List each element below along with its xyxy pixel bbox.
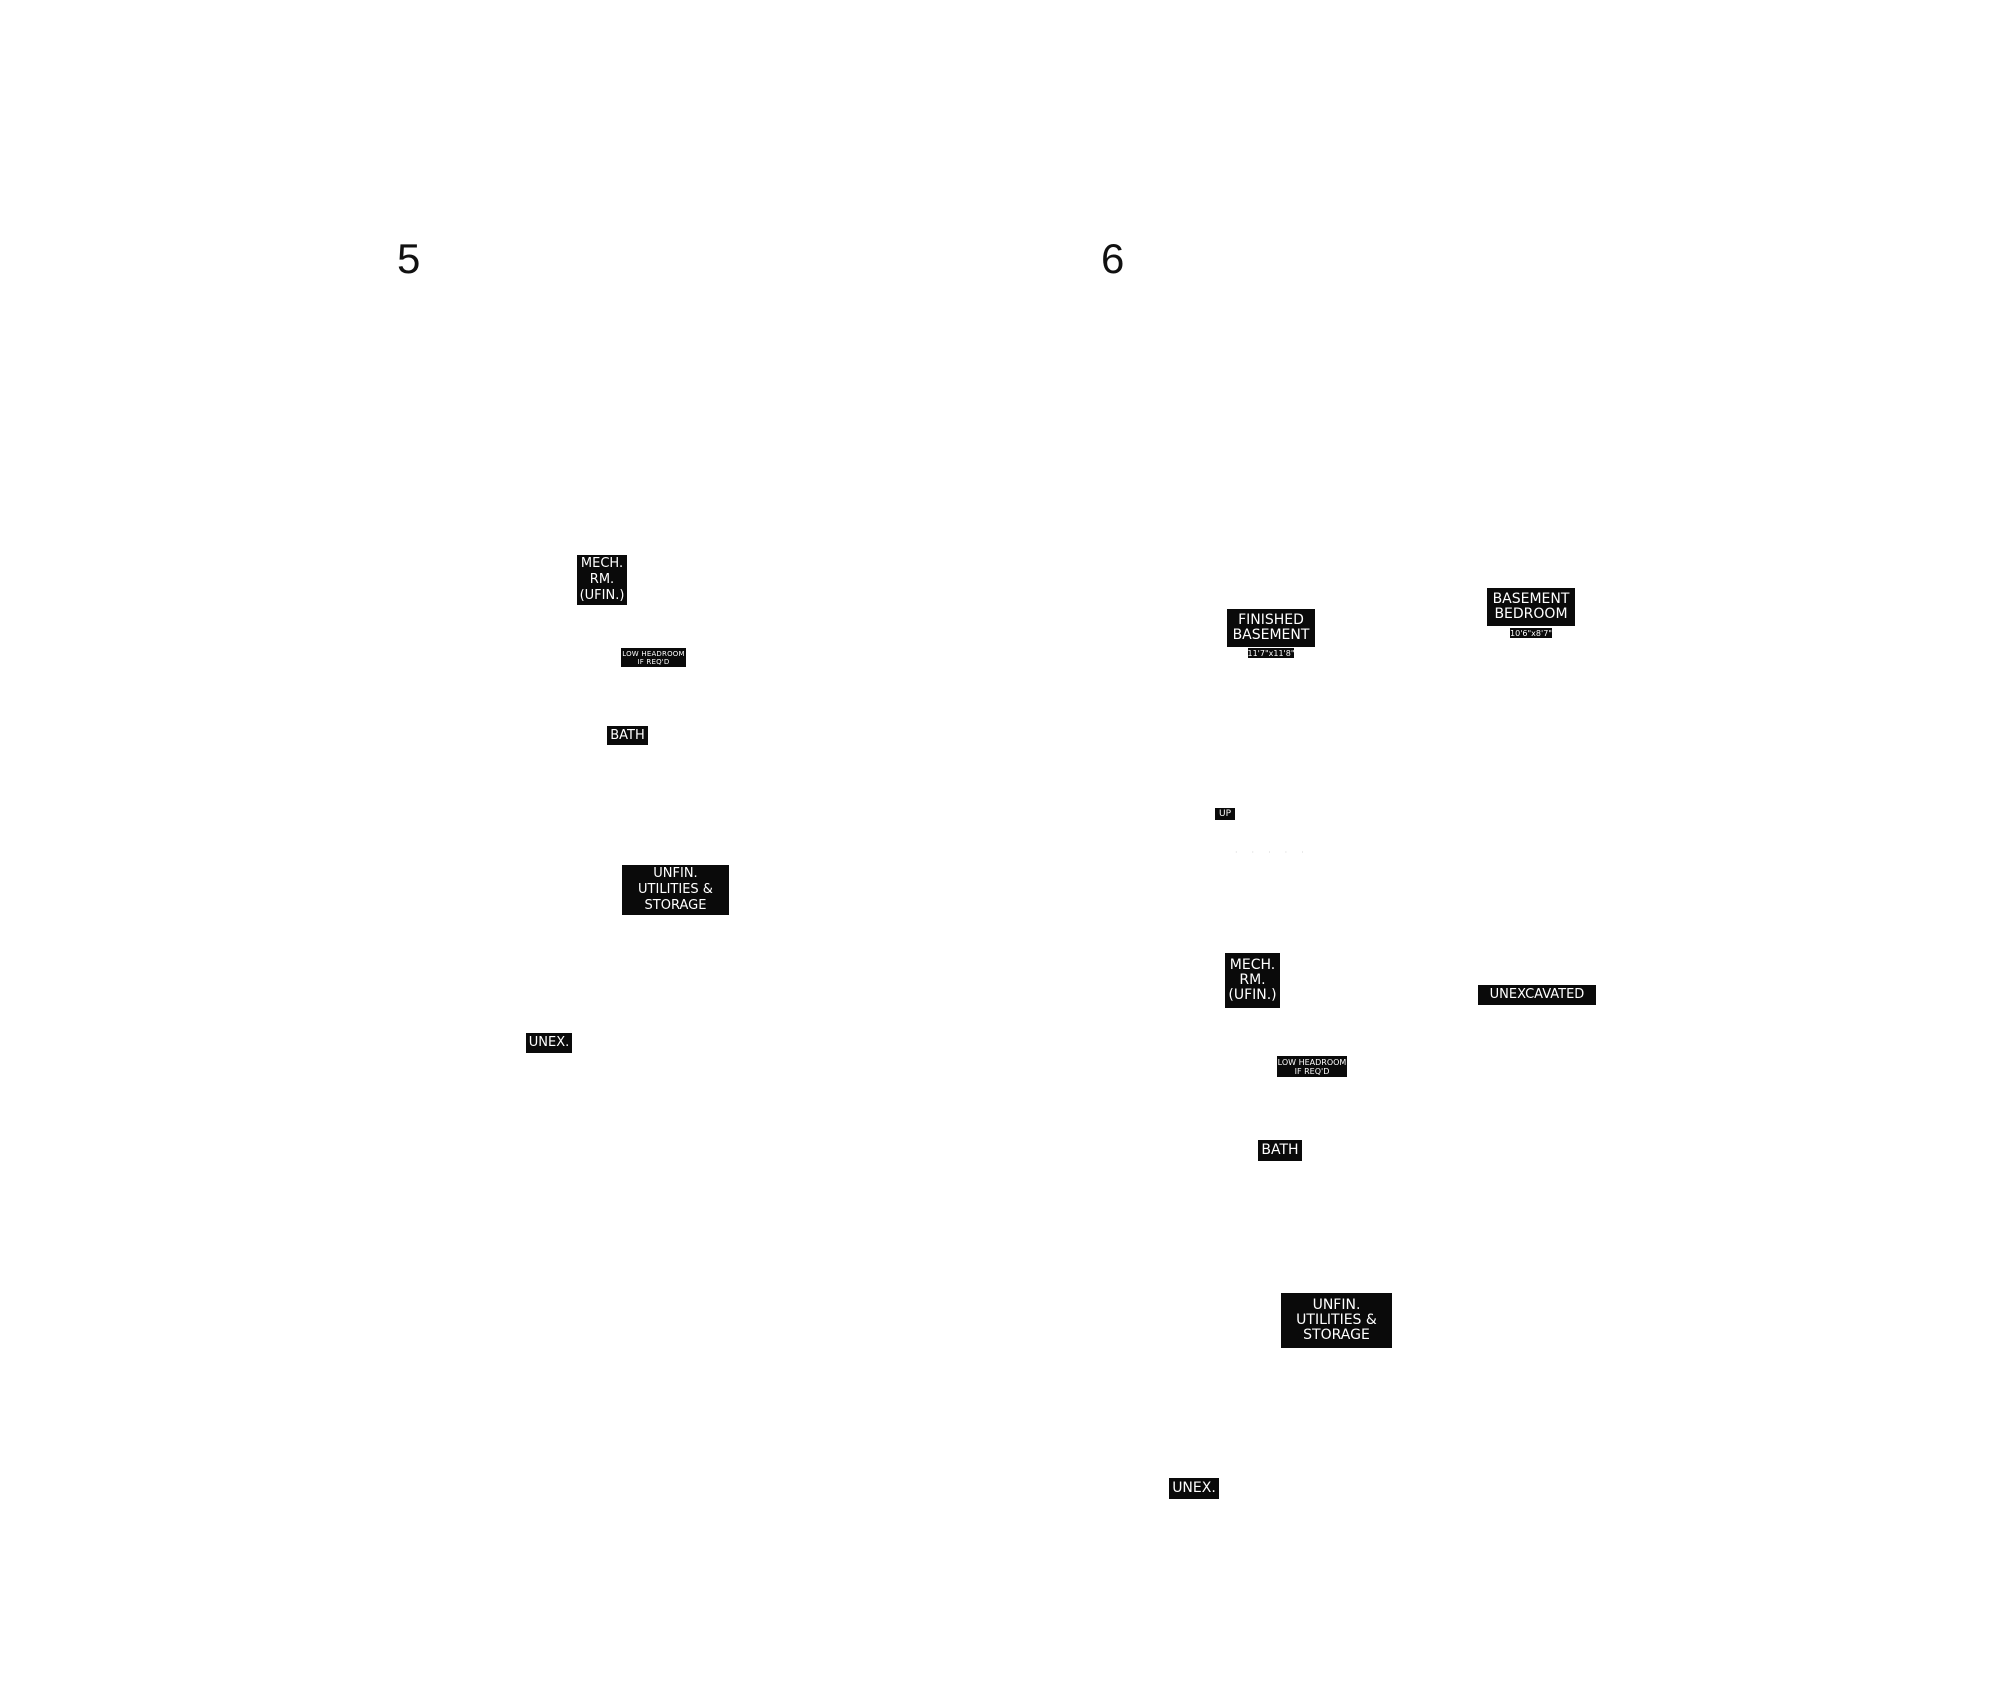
plan-6-basement-bedroom-label: BASEMENT BEDROOM — [1487, 588, 1575, 626]
plan-6-finished-basement-dimension: 11'7"x11'8" — [1248, 648, 1294, 658]
plan-6-stair-up-label: UP — [1215, 808, 1235, 820]
plan-6-low-headroom-label: LOW HEADROOM IF REQ'D — [1277, 1056, 1347, 1077]
plan-5-bath-label: BATH — [607, 726, 648, 745]
plan-5-mech-room-label: MECH. RM. (UFIN.) — [577, 555, 627, 605]
plan-6-mech-room-label: MECH. RM. (UFIN.) — [1225, 953, 1280, 1008]
plan-6-unfin-utilities-label: UNFIN. UTILITIES & STORAGE — [1281, 1293, 1392, 1348]
plan-6-bath-label: BATH — [1258, 1140, 1302, 1161]
plan-6-unex-label: UNEX. — [1169, 1478, 1219, 1499]
plan-6-number: 6 — [1101, 235, 1125, 282]
plan-5-unex-label: UNEX. — [526, 1033, 572, 1053]
plan-6-stair-dots: ····· — [1235, 848, 1318, 857]
plan-5-low-headroom-label: LOW HEADROOM IF REQ'D — [621, 648, 686, 667]
plan-5-unfin-utilities-label: UNFIN. UTILITIES & STORAGE — [622, 865, 729, 915]
plan-6-unexcavated-label: UNEXCAVATED — [1478, 985, 1596, 1005]
plan-5-number: 5 — [397, 235, 421, 282]
plan-6-basement-bedroom-dimension: 10'6"x8'7" — [1510, 628, 1552, 638]
plan-6-finished-basement-label: FINISHED BASEMENT — [1227, 609, 1315, 647]
